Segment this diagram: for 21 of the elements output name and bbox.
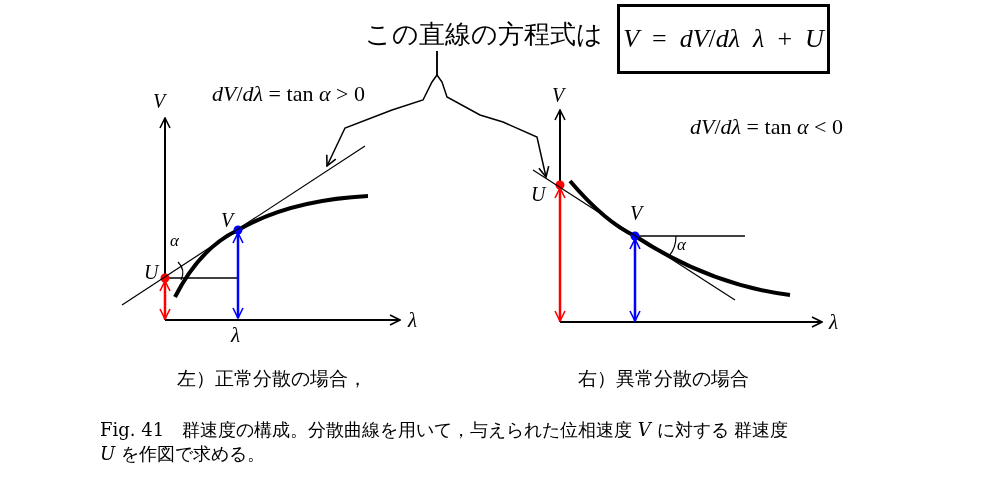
axis-label: λ [829, 311, 839, 335]
panel-caption: 右）異常分散の場合 [578, 368, 749, 389]
point-label: U [531, 183, 546, 205]
formula: dV/dλ = tan α < 0 [690, 115, 843, 140]
angle-label: α [677, 236, 686, 255]
equation-box: V = dV/dλ λ + U [617, 4, 830, 74]
axis-label: V [153, 90, 166, 112]
panel-caption: 左）正常分散の場合， [177, 368, 367, 389]
tangent-line [121, 145, 366, 306]
axis-label: V [552, 84, 565, 106]
point-label: V [221, 209, 234, 231]
formula: dV/dλ = tan α > 0 [212, 82, 365, 107]
axis-label: λ [231, 324, 241, 348]
point-label: U [144, 261, 159, 283]
axis-label: λ [408, 309, 418, 333]
angle-label: α [170, 232, 179, 251]
point-label: V [630, 202, 643, 224]
figure-caption: Fig. 41 群速度の構成。分散曲線を用いて，与えられた位相速度 V に対する 群速度 U を作図で求める。 [100, 418, 790, 467]
annotation-text: この直線の方程式は [365, 20, 603, 49]
tangent-line [532, 169, 736, 301]
leader-line [436, 50, 550, 178]
